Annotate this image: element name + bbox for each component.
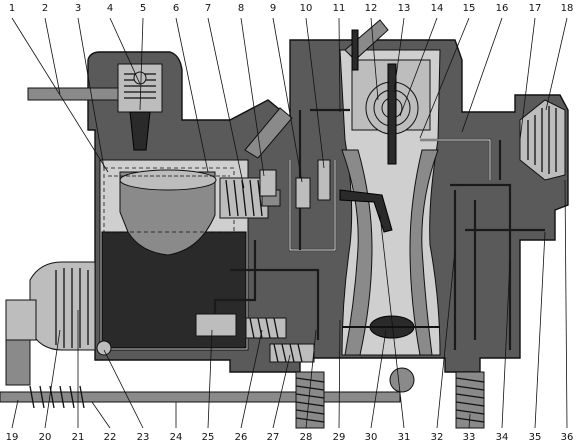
label-26: 26 xyxy=(235,432,248,443)
diaphragm-housing-left xyxy=(29,261,96,351)
label-17: 17 xyxy=(529,3,542,14)
fuel-inlet-pipe xyxy=(27,87,121,101)
balance-tube xyxy=(244,107,293,159)
label-25: 25 xyxy=(202,432,215,443)
atomizer xyxy=(339,189,393,233)
idle-jet xyxy=(317,159,331,201)
main-jet xyxy=(295,177,311,209)
label-27: 27 xyxy=(267,432,280,443)
label-31: 31 xyxy=(398,432,411,443)
label-28: 28 xyxy=(300,432,313,443)
label-14: 14 xyxy=(431,3,444,14)
label-10: 10 xyxy=(300,3,313,14)
label-19: 19 xyxy=(6,432,19,443)
label-13: 13 xyxy=(398,3,411,14)
label-29: 29 xyxy=(333,432,346,443)
label-34: 34 xyxy=(496,432,509,443)
labels-bottom: 19 20 21 22 23 24 25 26 27 28 29 30 31 3… xyxy=(6,432,574,443)
label-6: 6 xyxy=(173,3,179,14)
label-32: 32 xyxy=(431,432,444,443)
label-20: 20 xyxy=(39,432,52,443)
label-11: 11 xyxy=(333,3,346,14)
label-7: 7 xyxy=(205,3,211,14)
label-2: 2 xyxy=(42,3,48,14)
label-16: 16 xyxy=(496,3,509,14)
linkage-rod xyxy=(0,391,401,403)
label-23: 23 xyxy=(137,432,150,443)
pump-valve xyxy=(195,313,237,337)
label-36: 36 xyxy=(561,432,574,443)
label-15: 15 xyxy=(463,3,476,14)
float xyxy=(119,171,216,256)
diaphragm-cover xyxy=(5,299,37,341)
label-1: 1 xyxy=(9,3,15,14)
label-35: 35 xyxy=(529,432,542,443)
label-22: 22 xyxy=(104,432,117,443)
label-24: 24 xyxy=(170,432,183,443)
needle-valve xyxy=(129,111,151,151)
label-18: 18 xyxy=(561,3,574,14)
leader-lines xyxy=(11,17,568,429)
label-3: 3 xyxy=(75,3,81,14)
label-5: 5 xyxy=(140,3,146,14)
label-33: 33 xyxy=(463,432,476,443)
label-12: 12 xyxy=(365,3,378,14)
label-30: 30 xyxy=(365,432,378,443)
label-8: 8 xyxy=(238,3,244,14)
label-9: 9 xyxy=(270,3,276,14)
choke-shaft xyxy=(387,63,397,165)
label-4: 4 xyxy=(107,3,113,14)
float-top xyxy=(119,169,217,191)
fuel-channels xyxy=(213,108,545,350)
labels-top: 1 2 3 4 5 6 7 8 9 10 11 12 13 14 15 16 1… xyxy=(9,3,574,14)
throttle-lever xyxy=(389,367,415,393)
label-21: 21 xyxy=(72,432,85,443)
